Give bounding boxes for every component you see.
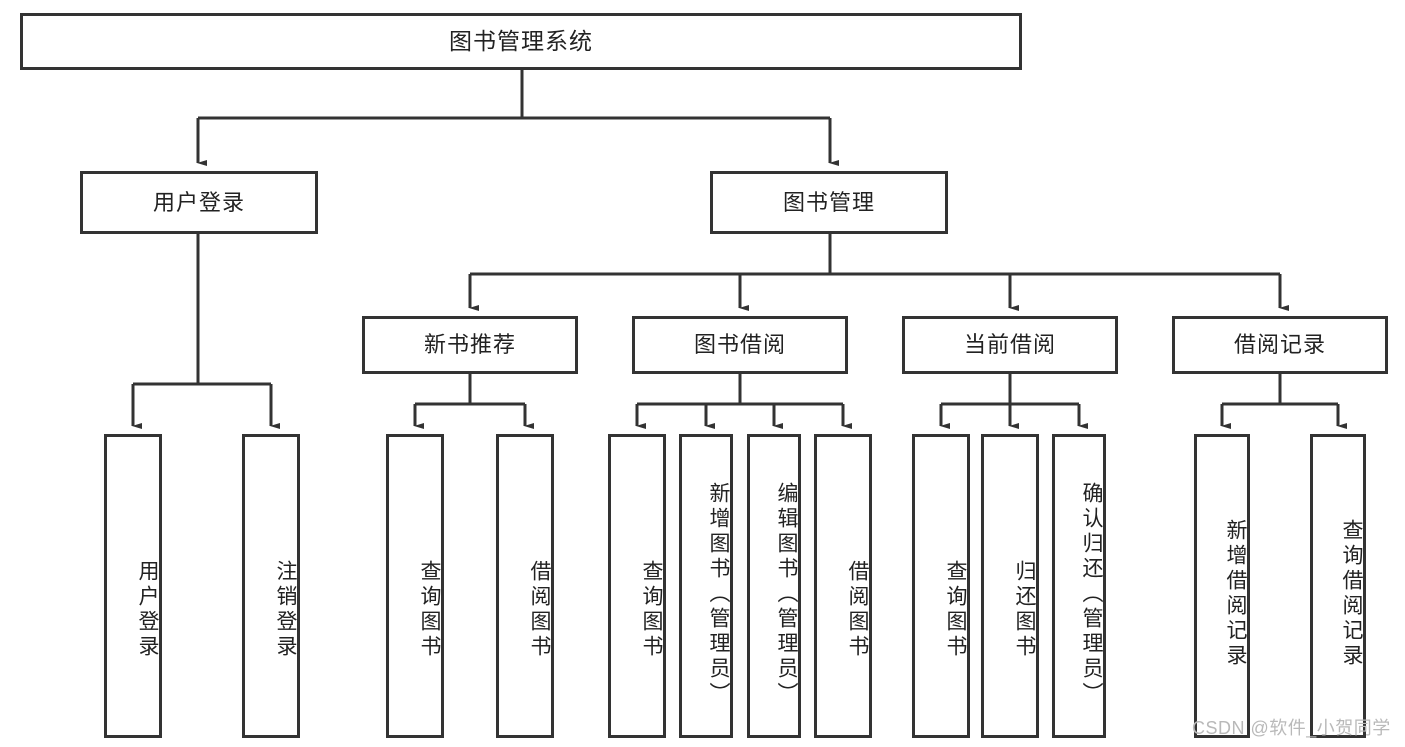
node-leaf-confirm-return-admin[interactable]: 确认归还（管理员） [1052,434,1106,738]
node-leaf-add-book-admin[interactable]: 新增图书（管理员） [679,434,733,738]
node-new-book-rec[interactable]: 新书推荐 [362,316,578,374]
node-leaf-user-login[interactable]: 用户登录 [104,434,162,738]
node-leaf-borrow-book[interactable]: 借阅图书 [814,434,872,738]
node-book-manage[interactable]: 图书管理 [710,171,948,234]
node-current-borrow[interactable]: 当前借阅 [902,316,1118,374]
node-leaf-query-book-rec[interactable]: 查询图书 [386,434,444,738]
node-borrow-record[interactable]: 借阅记录 [1172,316,1388,374]
node-book-borrow[interactable]: 图书借阅 [632,316,848,374]
node-leaf-query-book-current[interactable]: 查询图书 [912,434,970,738]
node-leaf-query-book-borrow[interactable]: 查询图书 [608,434,666,738]
node-leaf-borrow-book-rec[interactable]: 借阅图书 [496,434,554,738]
watermark: CSDN @软件_小贺同学 [1192,718,1391,738]
node-leaf-query-borrow-record[interactable]: 查询借阅记录 [1310,434,1366,738]
node-leaf-return-book[interactable]: 归还图书 [981,434,1039,738]
node-leaf-logout[interactable]: 注销登录 [242,434,300,738]
node-leaf-add-borrow-record[interactable]: 新增借阅记录 [1194,434,1250,738]
node-root[interactable]: 图书管理系统 [20,13,1022,70]
node-leaf-edit-book-admin[interactable]: 编辑图书（管理员） [747,434,801,738]
node-user-login[interactable]: 用户登录 [80,171,318,234]
